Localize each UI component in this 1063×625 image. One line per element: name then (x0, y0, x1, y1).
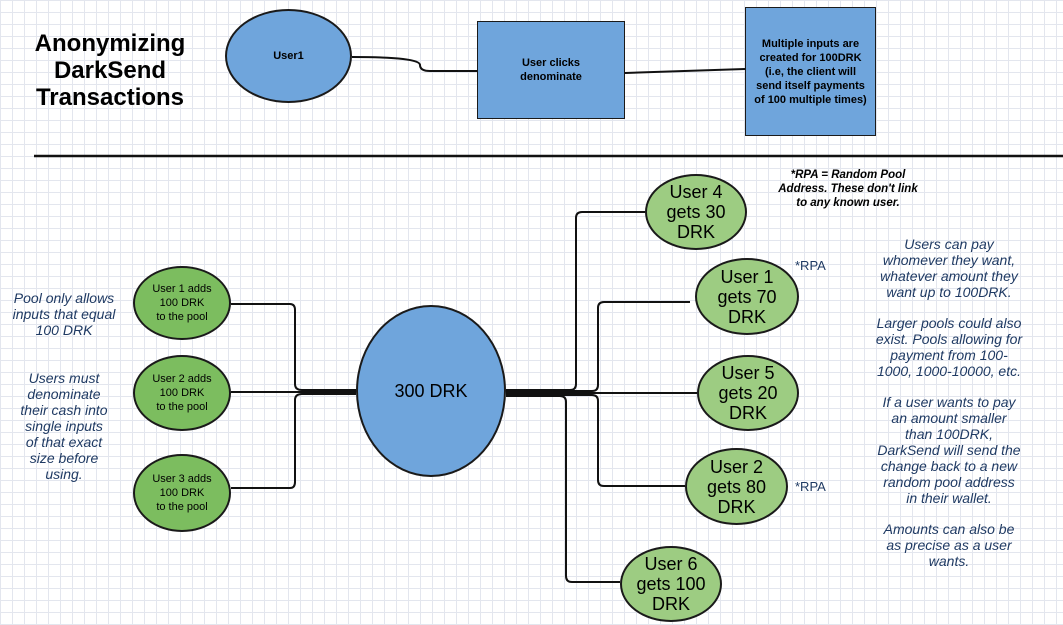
output-node-user5: User 5 gets 20 DRK (697, 355, 799, 431)
denominate-node: User clicks denominate (477, 21, 625, 119)
connector-pool-to-user2 (506, 394, 685, 487)
page-title: Anonymizing DarkSend Transactions (20, 30, 200, 111)
user1-node: User1 (225, 9, 352, 103)
connector-pool-to-user1 (506, 301, 690, 392)
input-node-user1: User 1 adds 100 DRK to the pool (133, 266, 231, 340)
title-line-1: Anonymizing (34, 30, 186, 57)
connector-denominate-to-inputs (624, 68, 746, 74)
title-line-2: DarkSend (53, 57, 167, 84)
output-node-user6: User 6 gets 100 DRK (620, 546, 722, 622)
output-node-user1: User 1 gets 70 DRK (695, 258, 799, 335)
connector-pool-to-user6 (506, 395, 620, 583)
output-node-user4: User 4 gets 30 DRK (645, 174, 747, 250)
rpa-tag-user1: *RPA (795, 258, 826, 273)
input-node-user2: User 2 adds 100 DRK to the pool (133, 355, 231, 431)
note-precise-amounts: Amounts can also be as precise as a user… (883, 521, 1015, 569)
input-node-user3: User 3 adds 100 DRK to the pool (133, 454, 231, 532)
output-node-user2: User 2 gets 80 DRK (685, 448, 788, 525)
connector-input1-to-pool (231, 303, 356, 391)
connector-user1-to-denominate (351, 56, 477, 72)
note-larger-pools: Larger pools could also exist. Pools all… (875, 315, 1023, 379)
title-line-3: Transactions (35, 84, 185, 111)
connector-input3-to-pool (231, 393, 356, 489)
note-pay-whomever: Users can pay whomever they want, whatev… (880, 236, 1018, 300)
rpa-definition: *RPA = Random Pool Address. These don't … (778, 169, 918, 209)
pool-only-note: Pool only allows inputs that equal 100 D… (12, 290, 116, 338)
multiple-inputs-node: Multiple inputs are created for 100DRK (… (745, 7, 876, 136)
right-notes: Users can pay whomever they want, whatev… (866, 236, 1032, 584)
note-change-back: If a user wants to pay an amount smaller… (877, 394, 1021, 506)
rpa-tag-user2: *RPA (795, 479, 826, 494)
denominate-note: Users must denominate their cash into si… (20, 370, 108, 482)
pool-node: 300 DRK (356, 305, 506, 477)
connector-pool-to-user4 (506, 211, 645, 391)
